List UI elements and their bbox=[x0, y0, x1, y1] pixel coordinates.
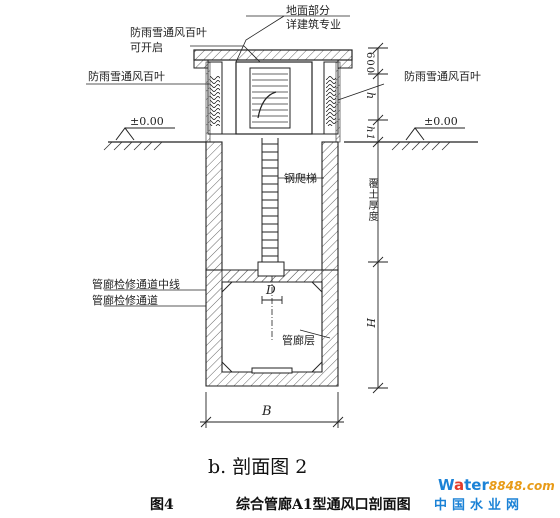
figure-title: 综合管廊A1型通风口剖面图 bbox=[236, 497, 411, 513]
louver-openable-label-2: 可开启 bbox=[130, 41, 163, 54]
elevation-right-label: ±0.00 bbox=[424, 115, 458, 128]
elevation-marker-left bbox=[115, 127, 175, 141]
surface-part-label-1: 地面部分 bbox=[286, 4, 330, 17]
elevation-marker-right bbox=[405, 127, 465, 141]
dim-600-label: 600 bbox=[364, 52, 375, 75]
corridor-centerline-label: 管廊检修通道中线 bbox=[92, 278, 180, 291]
louver-right-label: 防雨雪通风百叶 bbox=[404, 70, 481, 83]
elevation-left-label: ±0.00 bbox=[130, 115, 164, 128]
watermark-w: W bbox=[438, 476, 455, 494]
dim-chain-right bbox=[368, 42, 388, 394]
dim-D-label: D bbox=[266, 283, 276, 297]
subcaption: b. 剖面图 2 bbox=[208, 456, 308, 478]
dim-B-label: B bbox=[262, 404, 272, 419]
watermark-a: a bbox=[454, 476, 465, 494]
watermark-cn: 中国水业网 bbox=[434, 498, 525, 513]
corridor-passage-label: 管廊检修通道 bbox=[92, 294, 158, 307]
dim-B bbox=[200, 392, 344, 428]
shaft-walls bbox=[205, 141, 339, 271]
dim-D bbox=[261, 296, 283, 304]
ladder-label: 钢爬梯 bbox=[284, 172, 317, 185]
pipe-layer-label: 管廊层 bbox=[282, 334, 315, 347]
dim-cover-label: 覆土厚度 bbox=[366, 178, 377, 222]
watermark-number: 8848 bbox=[488, 479, 523, 493]
louver-left-label: 防雨雪通风百叶 bbox=[88, 70, 165, 83]
watermark-logo: Water8848.com bbox=[438, 476, 555, 494]
openable-louver bbox=[218, 61, 330, 135]
steel-ladder bbox=[261, 138, 279, 262]
louver-openable-label-1: 防雨雪通风百叶 bbox=[130, 26, 207, 39]
surface-part-label-2: 详建筑专业 bbox=[286, 18, 341, 31]
watermark-ter: ter bbox=[464, 476, 489, 494]
figure-number: 图4 bbox=[150, 497, 174, 513]
leader-lines bbox=[86, 15, 385, 339]
watermark-suffix: .com bbox=[522, 479, 555, 493]
dim-h-label: h bbox=[364, 92, 377, 101]
dim-h1-label: h1 bbox=[364, 126, 375, 141]
dim-H-label: H bbox=[364, 318, 377, 329]
ground-line bbox=[103, 141, 478, 151]
